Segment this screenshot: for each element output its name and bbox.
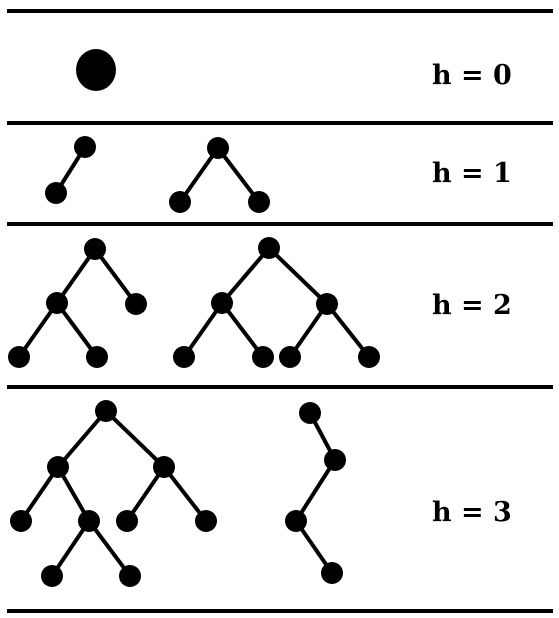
tree-node	[86, 346, 108, 368]
tree-node	[195, 510, 217, 532]
tree-node	[41, 565, 63, 587]
tree-edge	[104, 409, 166, 469]
tree-edge	[55, 247, 97, 305]
height-label-1: h = 1	[432, 158, 512, 189]
tree-edge	[93, 247, 138, 306]
tree-edge	[56, 409, 108, 469]
tree-node	[324, 449, 346, 471]
tree-node	[207, 137, 229, 159]
tree-edge	[216, 146, 261, 204]
tree-node	[95, 400, 117, 422]
tree-edge	[50, 519, 91, 578]
tree-node	[119, 565, 141, 587]
height-label-2: h = 2	[432, 290, 512, 321]
tree-node	[125, 293, 147, 315]
tree-node	[78, 510, 100, 532]
tree-node	[47, 456, 69, 478]
tree-edge	[220, 301, 265, 359]
tree-edge	[267, 246, 329, 306]
tree-node	[321, 562, 343, 584]
tree-edge	[17, 301, 59, 359]
tree-node	[252, 346, 274, 368]
tree-h3-b	[285, 402, 346, 584]
tree-node	[285, 510, 307, 532]
tree-edge	[55, 301, 99, 359]
tree-edge	[220, 246, 271, 305]
tree-node	[45, 182, 67, 204]
tree-edge	[162, 465, 208, 523]
tree-node	[116, 510, 138, 532]
tree-node	[211, 292, 233, 314]
height-label-3: h = 3	[432, 497, 512, 528]
tree-node	[279, 346, 301, 368]
tree-node	[258, 237, 280, 259]
tree-node	[169, 191, 191, 213]
tree-node	[84, 238, 106, 260]
tree-node	[358, 346, 380, 368]
tree-node	[10, 510, 32, 532]
tree-node	[46, 292, 68, 314]
tree-node	[8, 346, 30, 368]
tree-node	[299, 402, 321, 424]
tree-edge	[294, 458, 337, 523]
height-label-0: h = 0	[432, 60, 512, 91]
row-dividers	[7, 9, 553, 613]
tree-h1-a	[45, 136, 96, 204]
tree-node	[173, 346, 195, 368]
tree-node	[76, 49, 116, 91]
tree-h2-a	[8, 238, 147, 368]
tree-h0	[76, 49, 116, 91]
tree-edge	[325, 302, 371, 359]
tree-node	[248, 191, 270, 213]
tree-h3-a	[10, 400, 217, 587]
tree-node	[316, 293, 338, 315]
tree-edge	[178, 146, 220, 204]
tree-node	[74, 136, 96, 158]
tree-edge	[182, 301, 224, 359]
tree-edge	[87, 519, 132, 578]
tree-h2-b	[173, 237, 380, 368]
tree-h1-b	[169, 137, 270, 213]
tree-node	[153, 456, 175, 478]
